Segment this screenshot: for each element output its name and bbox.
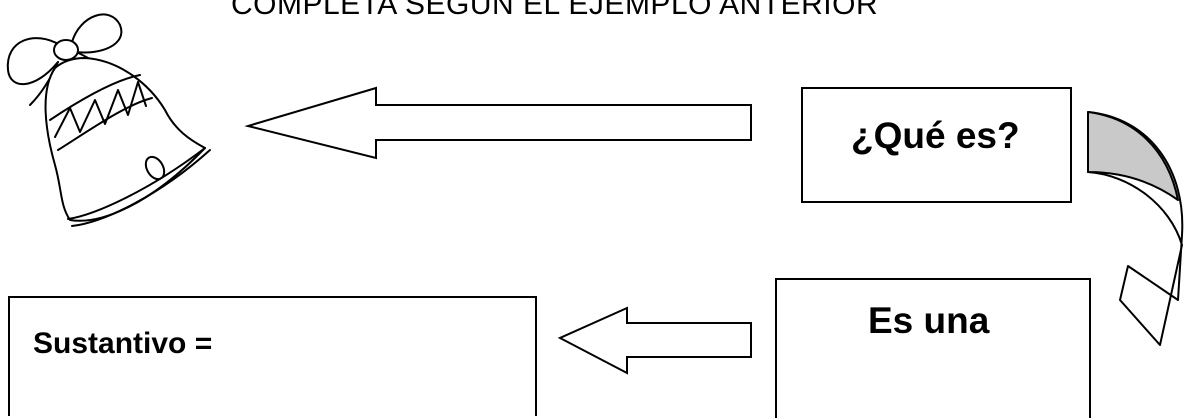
worksheet-graphics — [6, 13, 1184, 375]
answer-box: Es una — [775, 278, 1091, 418]
left-arrow-bottom — [557, 306, 752, 375]
question-label: ¿Qué es? — [851, 115, 1020, 156]
curved-arrow — [1087, 111, 1184, 346]
noun-label: Sustantivo = — [33, 327, 213, 360]
answer-label: Es una — [868, 300, 990, 341]
worksheet-title: COMPLETA SEGÚN EL EJEMPLO ANTERIOR — [231, 0, 879, 21]
question-box: ¿Qué es? — [801, 87, 1072, 203]
left-arrow-top — [244, 86, 752, 160]
bell-icon — [6, 13, 211, 227]
noun-box: Sustantivo = — [8, 296, 537, 416]
